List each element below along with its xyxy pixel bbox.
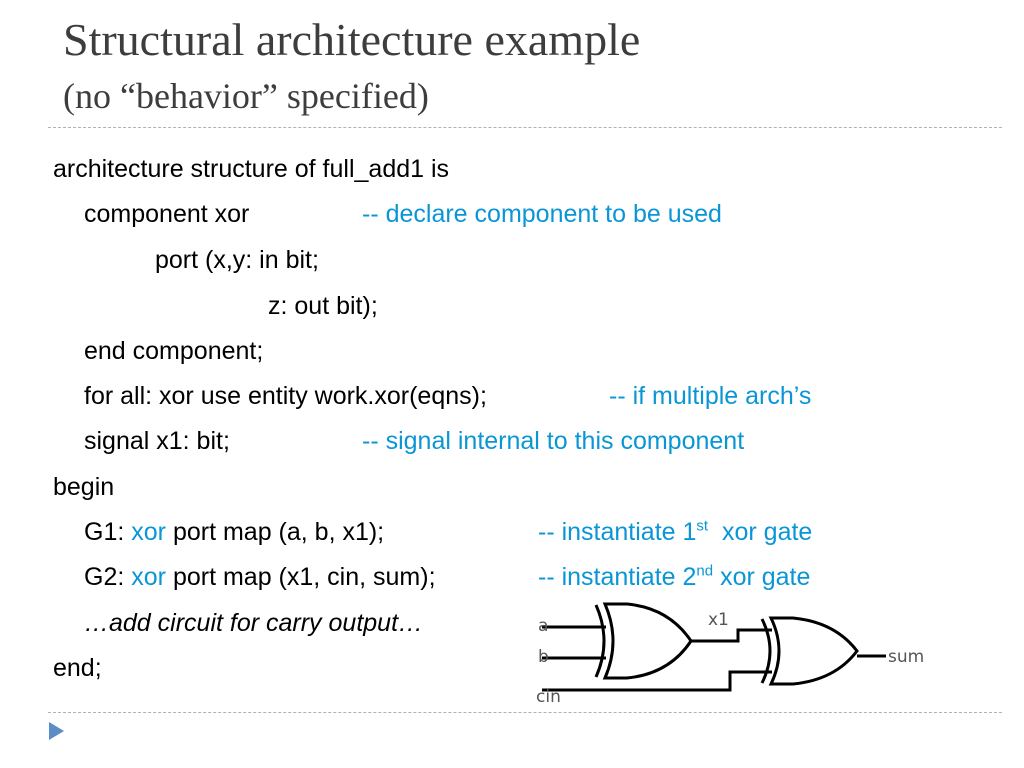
- code-line-carry-placeholder: …add circuit for carry output…: [84, 609, 424, 637]
- code-line-end-component: end component;: [84, 337, 264, 365]
- comment-instantiate-second-gate: xor gate: [720, 563, 811, 591]
- label-cin: cin: [536, 687, 561, 706]
- slide-title: Structural architecture example: [63, 14, 641, 65]
- g2-label: G2:: [84, 563, 125, 591]
- xor-gate-1: [602, 602, 693, 680]
- code-line-end: end;: [53, 654, 102, 682]
- bottom-divider: [48, 712, 1002, 713]
- comment-instantiate-second: -- instantiate 2nd xor gate: [538, 562, 810, 592]
- label-a: a: [538, 616, 548, 636]
- wire-cin: [542, 670, 772, 692]
- code-line-g2: G2: xor port map (x1, cin, sum);: [84, 562, 436, 592]
- code-line-component: component xor: [84, 200, 250, 228]
- code-line-signal: signal x1: bit;: [84, 427, 230, 455]
- g2-xor-keyword: xor: [131, 563, 166, 591]
- wire-x1: [691, 628, 772, 643]
- g1-label: G1:: [84, 518, 125, 546]
- code-line-architecture: architecture structure of full_add1 is: [53, 155, 450, 183]
- ordinal-nd: nd: [696, 562, 714, 580]
- code-line-begin: begin: [53, 473, 115, 501]
- g1-xor-keyword: xor: [131, 518, 166, 546]
- g2-port-map: port map (x1, cin, sum);: [172, 563, 436, 591]
- xor-gate-1-input-arc: [594, 604, 606, 678]
- next-slide-arrow-icon[interactable]: [49, 722, 64, 740]
- comment-instantiate-first-gate: xor gate: [722, 518, 813, 546]
- top-divider: [48, 127, 1002, 128]
- code-line-for-all: for all: xor use entity work.xor(eqns);: [84, 382, 487, 410]
- code-line-g1: G1: xor port map (a, b, x1);: [84, 517, 384, 547]
- comment-declare-component: -- declare component to be used: [362, 200, 722, 228]
- label-b: b: [538, 647, 549, 667]
- comment-signal-internal: -- signal internal to this component: [362, 427, 745, 455]
- xor-gate-2-input-arc: [760, 618, 772, 684]
- code-line-port-output: z: out bit);: [268, 292, 378, 320]
- label-x1: x1: [708, 610, 729, 630]
- comment-instantiate-first: -- instantiate 1st xor gate: [538, 517, 812, 547]
- comment-instantiate-second-text: -- instantiate 2: [538, 563, 697, 591]
- g1-port-map: port map (a, b, x1);: [172, 518, 385, 546]
- slide-subtitle: (no “behavior” specified): [63, 76, 429, 116]
- code-line-port-inputs: port (x,y: in bit;: [155, 246, 319, 274]
- comment-multiple-arch: -- if multiple arch’s: [609, 382, 812, 410]
- comment-instantiate-first-text: -- instantiate 1: [538, 518, 697, 546]
- xor-circuit-diagram: a b cin x1 sum: [536, 602, 924, 706]
- xor-gate-2: [768, 616, 859, 686]
- label-sum: sum: [888, 647, 924, 667]
- ordinal-st: st: [696, 517, 709, 535]
